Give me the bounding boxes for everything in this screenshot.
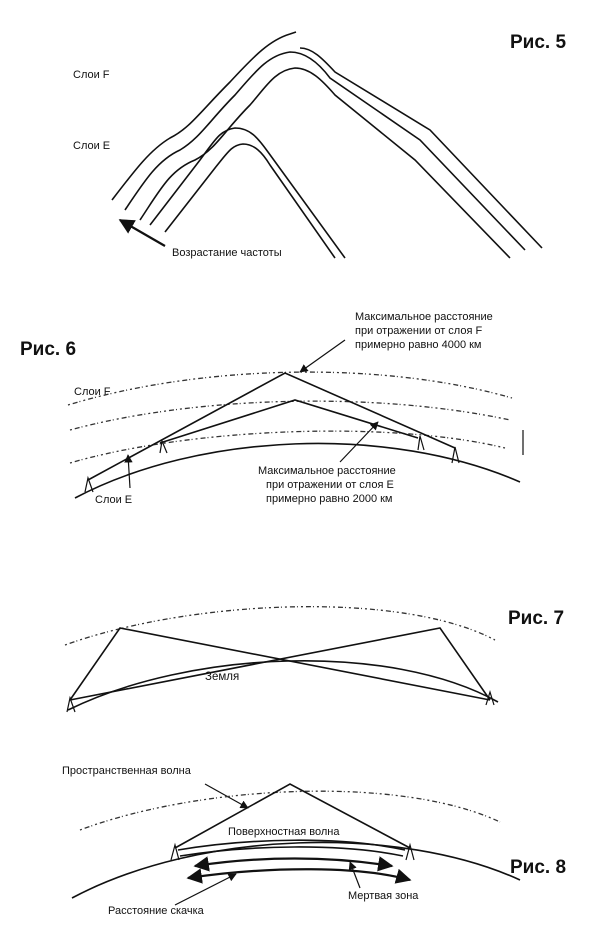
fig8-earth-surface (71, 841, 521, 899)
fig5-f-line-3 (299, 47, 543, 249)
fig6-e-pointer (339, 421, 379, 463)
fig6-layer-f-lower (69, 400, 511, 431)
fig6-layer-f-upper (67, 371, 513, 406)
fig7-path-left (69, 627, 491, 701)
fig5-frequency-label: Возрастание частоты (172, 247, 282, 259)
fig7-path-right (69, 627, 491, 701)
fig6-max-e-line2: при отражении от слоя E (266, 479, 394, 491)
fig6-f-pointer (299, 339, 346, 373)
fig8-layer (79, 790, 501, 831)
fig7-title: Рис. 7 (508, 608, 564, 629)
fig7-earth-label: Земля (205, 671, 239, 683)
fig5-f-line-1 (124, 51, 526, 251)
fig8-sky-wave-pointer (204, 783, 249, 809)
fig5-frequency-arrow (118, 219, 166, 247)
figure-7: Рис. 7 Земля (64, 606, 564, 713)
fig5-title: Рис. 5 (510, 32, 566, 53)
fig8-sky-wave-label: Пространственная волна (62, 765, 192, 777)
fig5-f-outer-line (111, 31, 297, 201)
fig6-max-f-line3: примерно равно 4000 км (355, 339, 482, 351)
fig6-layer-e-label: Слои E (95, 494, 132, 506)
fig8-skip-distance-label: Расстояние скачка (108, 905, 205, 917)
fig8-dead-zone-pointer (348, 861, 361, 889)
fig5-e-line-1 (149, 127, 346, 259)
fig5-layer-e-label: Слои E (73, 140, 110, 152)
fig8-dead-zone-label: Мертвая зона (348, 890, 419, 902)
fig7-layer (64, 606, 496, 646)
fig7-earth-surface (67, 660, 499, 711)
fig8-surface-wave-line-2 (179, 846, 404, 857)
figure-6: Рис. 6 Максимальное расстояние при отраж… (20, 311, 524, 506)
fig6-f-path (87, 372, 456, 481)
fig5-e-line-2 (164, 143, 336, 259)
fig6-max-f-line1: Максимальное расстояние (355, 311, 493, 323)
figure-8: Пространственная волна Поверхностная вол… (62, 765, 566, 917)
fig6-layer-e (69, 430, 506, 464)
fig6-title: Рис. 6 (20, 339, 76, 360)
fig6-e-layer-pointer (124, 454, 133, 489)
fig8-title: Рис. 8 (510, 857, 566, 878)
fig5-layer-f-label: Слои F (73, 69, 110, 81)
fig8-antennas (170, 842, 415, 861)
fig8-surface-range-arrow (193, 856, 394, 872)
figure-5: Рис. 5 Слои F Слои E Возрастание частоты (73, 31, 566, 259)
fig5-f-line-2 (139, 67, 511, 259)
fig8-surface-wave-line-1 (177, 839, 406, 851)
fig6-max-e-line3: примерно равно 2000 км (266, 493, 393, 505)
fig8-surface-wave-label: Поверхностная волна (228, 826, 340, 838)
fig6-max-e-line1: Максимальное расстояние (258, 465, 396, 477)
fig6-layer-f-label: Слои F (74, 386, 111, 398)
fig7-antennas (66, 689, 495, 713)
fig6-e-path (159, 399, 419, 444)
fig8-sky-path (174, 783, 411, 849)
fig6-max-f-line2: при отражении от слоя F (355, 325, 482, 337)
fig8-skip-range-arrow (186, 868, 412, 884)
fig6-antennas (84, 435, 460, 493)
fig8-skip-pointer (174, 873, 237, 906)
